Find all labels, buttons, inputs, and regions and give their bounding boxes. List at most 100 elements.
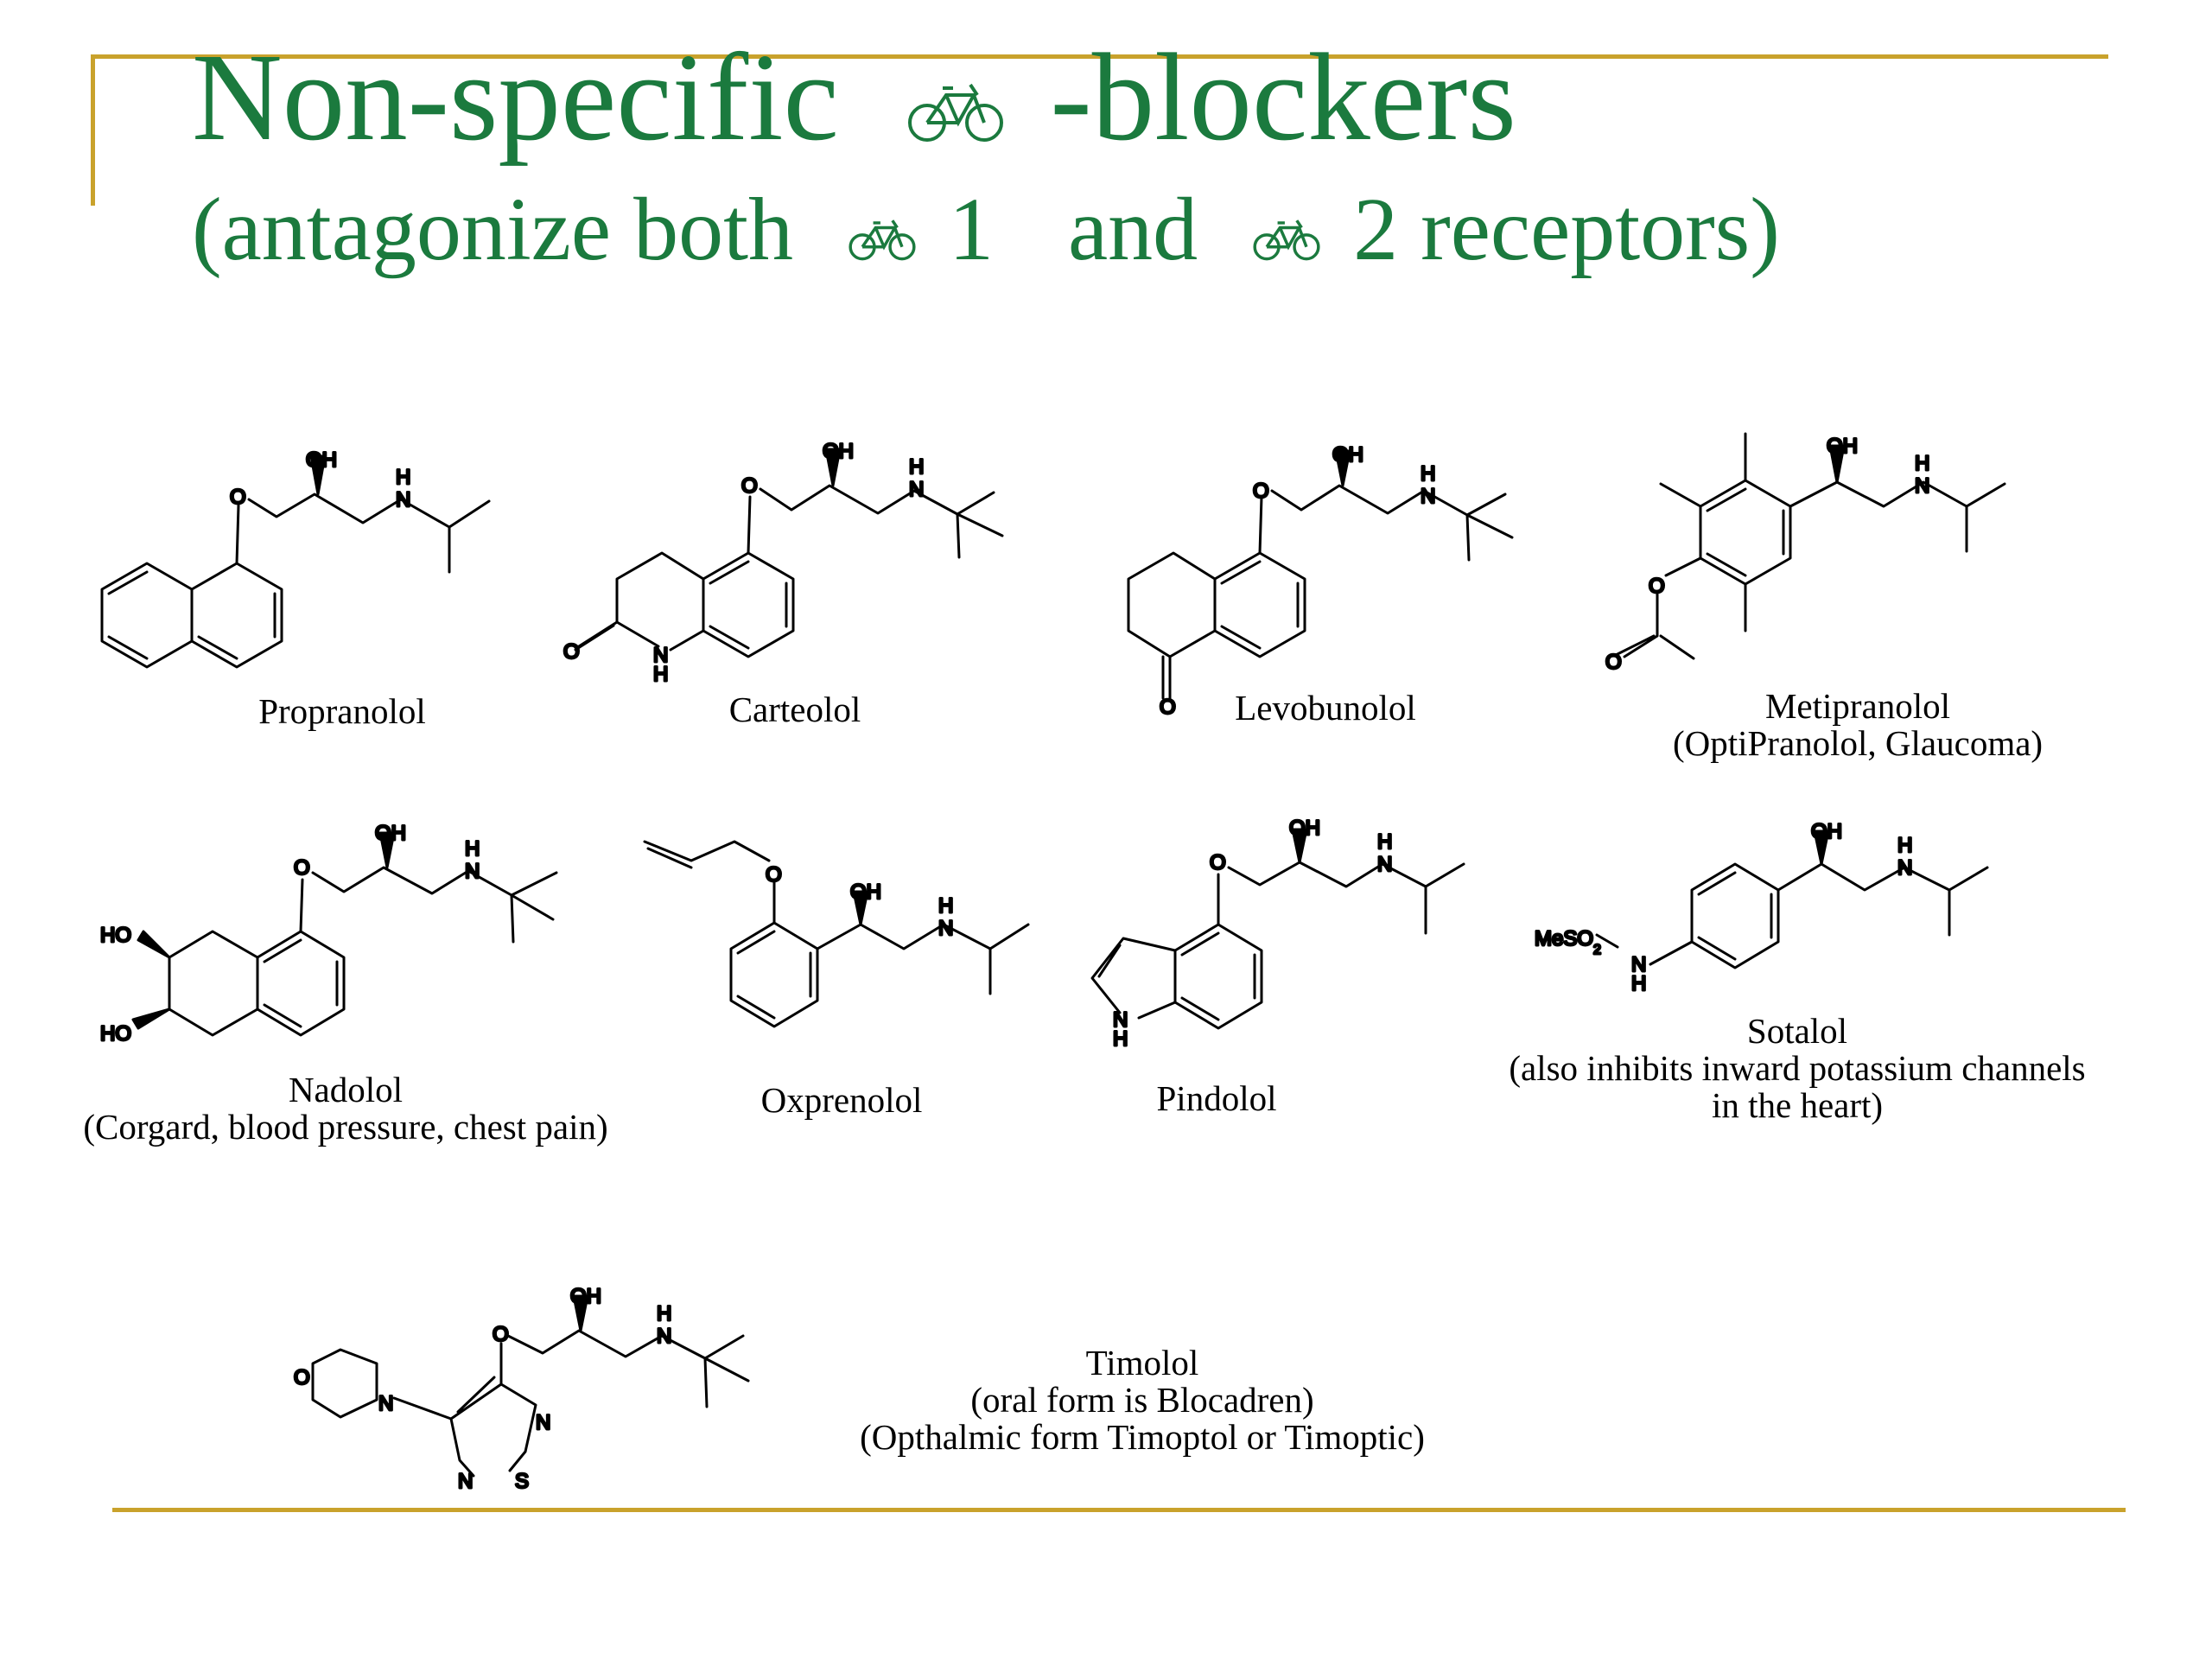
atom-o: O (230, 486, 246, 509)
atom-o: O (493, 1323, 509, 1346)
atom-h: H (938, 894, 953, 918)
structure-levobunolol (1127, 449, 1514, 700)
label-sotalol: Sotalol (also inhibits inward potassium … (1509, 1013, 2085, 1124)
molecule-name: Carteolol (728, 690, 861, 729)
atom-n: N (1915, 474, 1929, 498)
atom-o: O (1160, 696, 1176, 719)
molecule-note: (also inhibits inward potassium channels (1509, 1048, 2086, 1088)
molecule-note: (Corgard, blood pressure, chest pain) (83, 1107, 608, 1147)
atom-n: N (396, 488, 410, 512)
structure-propranolol (100, 454, 491, 669)
atom-ho: HO (100, 1022, 131, 1046)
atom-oh: OH (1332, 443, 1363, 467)
subtitle-and: and (1067, 180, 1198, 279)
subtitle-text-part2: 2 receptors) (1353, 180, 1780, 279)
atom-o: O (1253, 480, 1269, 503)
atom-h: H (1631, 972, 1646, 995)
bottom-rule (112, 1508, 2126, 1512)
molecule-name: Pindolol (1156, 1078, 1277, 1118)
atom-h: H (396, 466, 410, 489)
atom-n: N (1113, 1008, 1128, 1032)
molecule-name: Levobunolol (1235, 688, 1416, 728)
molecule-name: Nadolol (288, 1070, 404, 1109)
label-propranolol: Propranolol (258, 693, 426, 730)
atom-o: O (1649, 575, 1665, 598)
atom-h: H (1377, 830, 1392, 854)
structure-nadolol (131, 831, 558, 1037)
top-rule (91, 54, 2108, 59)
atom-n: N (458, 1470, 473, 1493)
molecule-note-2: in the heart) (1711, 1085, 1884, 1125)
atom-n: N (909, 478, 924, 501)
molecule-name: Oxprenolol (760, 1080, 923, 1120)
atom-h: H (653, 663, 668, 686)
atom-h: H (1915, 452, 1929, 475)
structure-carteolol (574, 448, 1004, 658)
label-metipranolol: Metipranolol (OptiPranolol, Glaucoma) (1673, 688, 2043, 762)
atom-h: H (1113, 1027, 1128, 1051)
title-text-part1: Non-specific (192, 29, 839, 167)
label-levobunolol: Levobunolol (1235, 690, 1416, 727)
label-oxprenolol: Oxprenolol (761, 1082, 923, 1119)
atom-h: H (909, 455, 924, 479)
atom-s: S (515, 1470, 529, 1493)
molecule-note-2: (Opthalmic form Timoptol or Timoptic) (860, 1417, 1425, 1457)
atom-h: H (1421, 462, 1435, 486)
molecule-note: (OptiPranolol, Glaucoma) (1672, 723, 2044, 763)
structure-pindolol (1090, 828, 1465, 1030)
atom-n: N (1631, 953, 1646, 976)
structure-sotalol (1595, 830, 1989, 969)
atom-n: N (657, 1325, 671, 1348)
atom-oh: OH (375, 822, 406, 845)
molecule-name: Metipranolol (1764, 686, 1951, 726)
label-pindolol: Pindolol (1157, 1080, 1277, 1117)
structure-metipranolol (1614, 432, 2006, 660)
structure-oxprenolol (643, 840, 1030, 1028)
label-timolol: Timolol (oral form is Blocadren) (Opthal… (860, 1344, 1425, 1456)
title-text-part2: -blockers (1050, 29, 1516, 167)
subtitle-beta1-number: 1 (948, 180, 994, 279)
bicycle-icon (1253, 219, 1320, 261)
atom-n: N (378, 1392, 393, 1415)
left-rule (91, 54, 95, 206)
atom-o: O (294, 856, 310, 880)
molecule-name: Propranolol (258, 691, 426, 731)
atom-oh: OH (570, 1285, 601, 1308)
molecule-name: Timolol (1085, 1343, 1199, 1382)
atom-oh: OH (1811, 820, 1842, 843)
atom-n: N (938, 917, 953, 940)
bicycle-icon (908, 83, 1004, 142)
slide-subtitle: (antagonize both 1 and 2 receptors) (192, 178, 1780, 281)
structure-timolol (311, 1294, 750, 1478)
subtitle-text-part1: (antagonize both (192, 180, 793, 279)
slide-title: Non-specific -blockers (192, 26, 1516, 169)
atom-o: O (1210, 851, 1226, 874)
atom-oh: OH (850, 880, 881, 904)
atom-n: N (536, 1411, 550, 1434)
atom-n: N (1377, 853, 1392, 876)
atom-o: O (741, 474, 758, 498)
atom-sub: 2 (1593, 943, 1601, 957)
atom-n: N (653, 644, 668, 667)
atom-n: N (1421, 485, 1435, 508)
atom-o: O (1605, 651, 1622, 674)
label-nadolol: Nadolol (Corgard, blood pressure, chest … (83, 1071, 607, 1146)
atom-h: H (465, 837, 480, 861)
label-carteolol: Carteolol (729, 691, 861, 728)
atom-n: N (1897, 856, 1912, 880)
molecule-note: (oral form is Blocadren) (970, 1380, 1314, 1420)
atom-o: O (766, 863, 782, 887)
atom-h: H (1897, 834, 1912, 857)
bicycle-icon (849, 219, 916, 261)
atom-oh: OH (823, 440, 854, 463)
molecule-name: Sotalol (1746, 1011, 1848, 1051)
atom-n: N (465, 860, 480, 883)
atom-o: O (294, 1366, 310, 1389)
atom-oh: OH (1827, 435, 1858, 458)
atom-o: O (563, 640, 580, 664)
atom-h: H (657, 1302, 671, 1325)
atom-meso: MeSO (1535, 927, 1593, 950)
atom-ho: HO (100, 924, 131, 947)
